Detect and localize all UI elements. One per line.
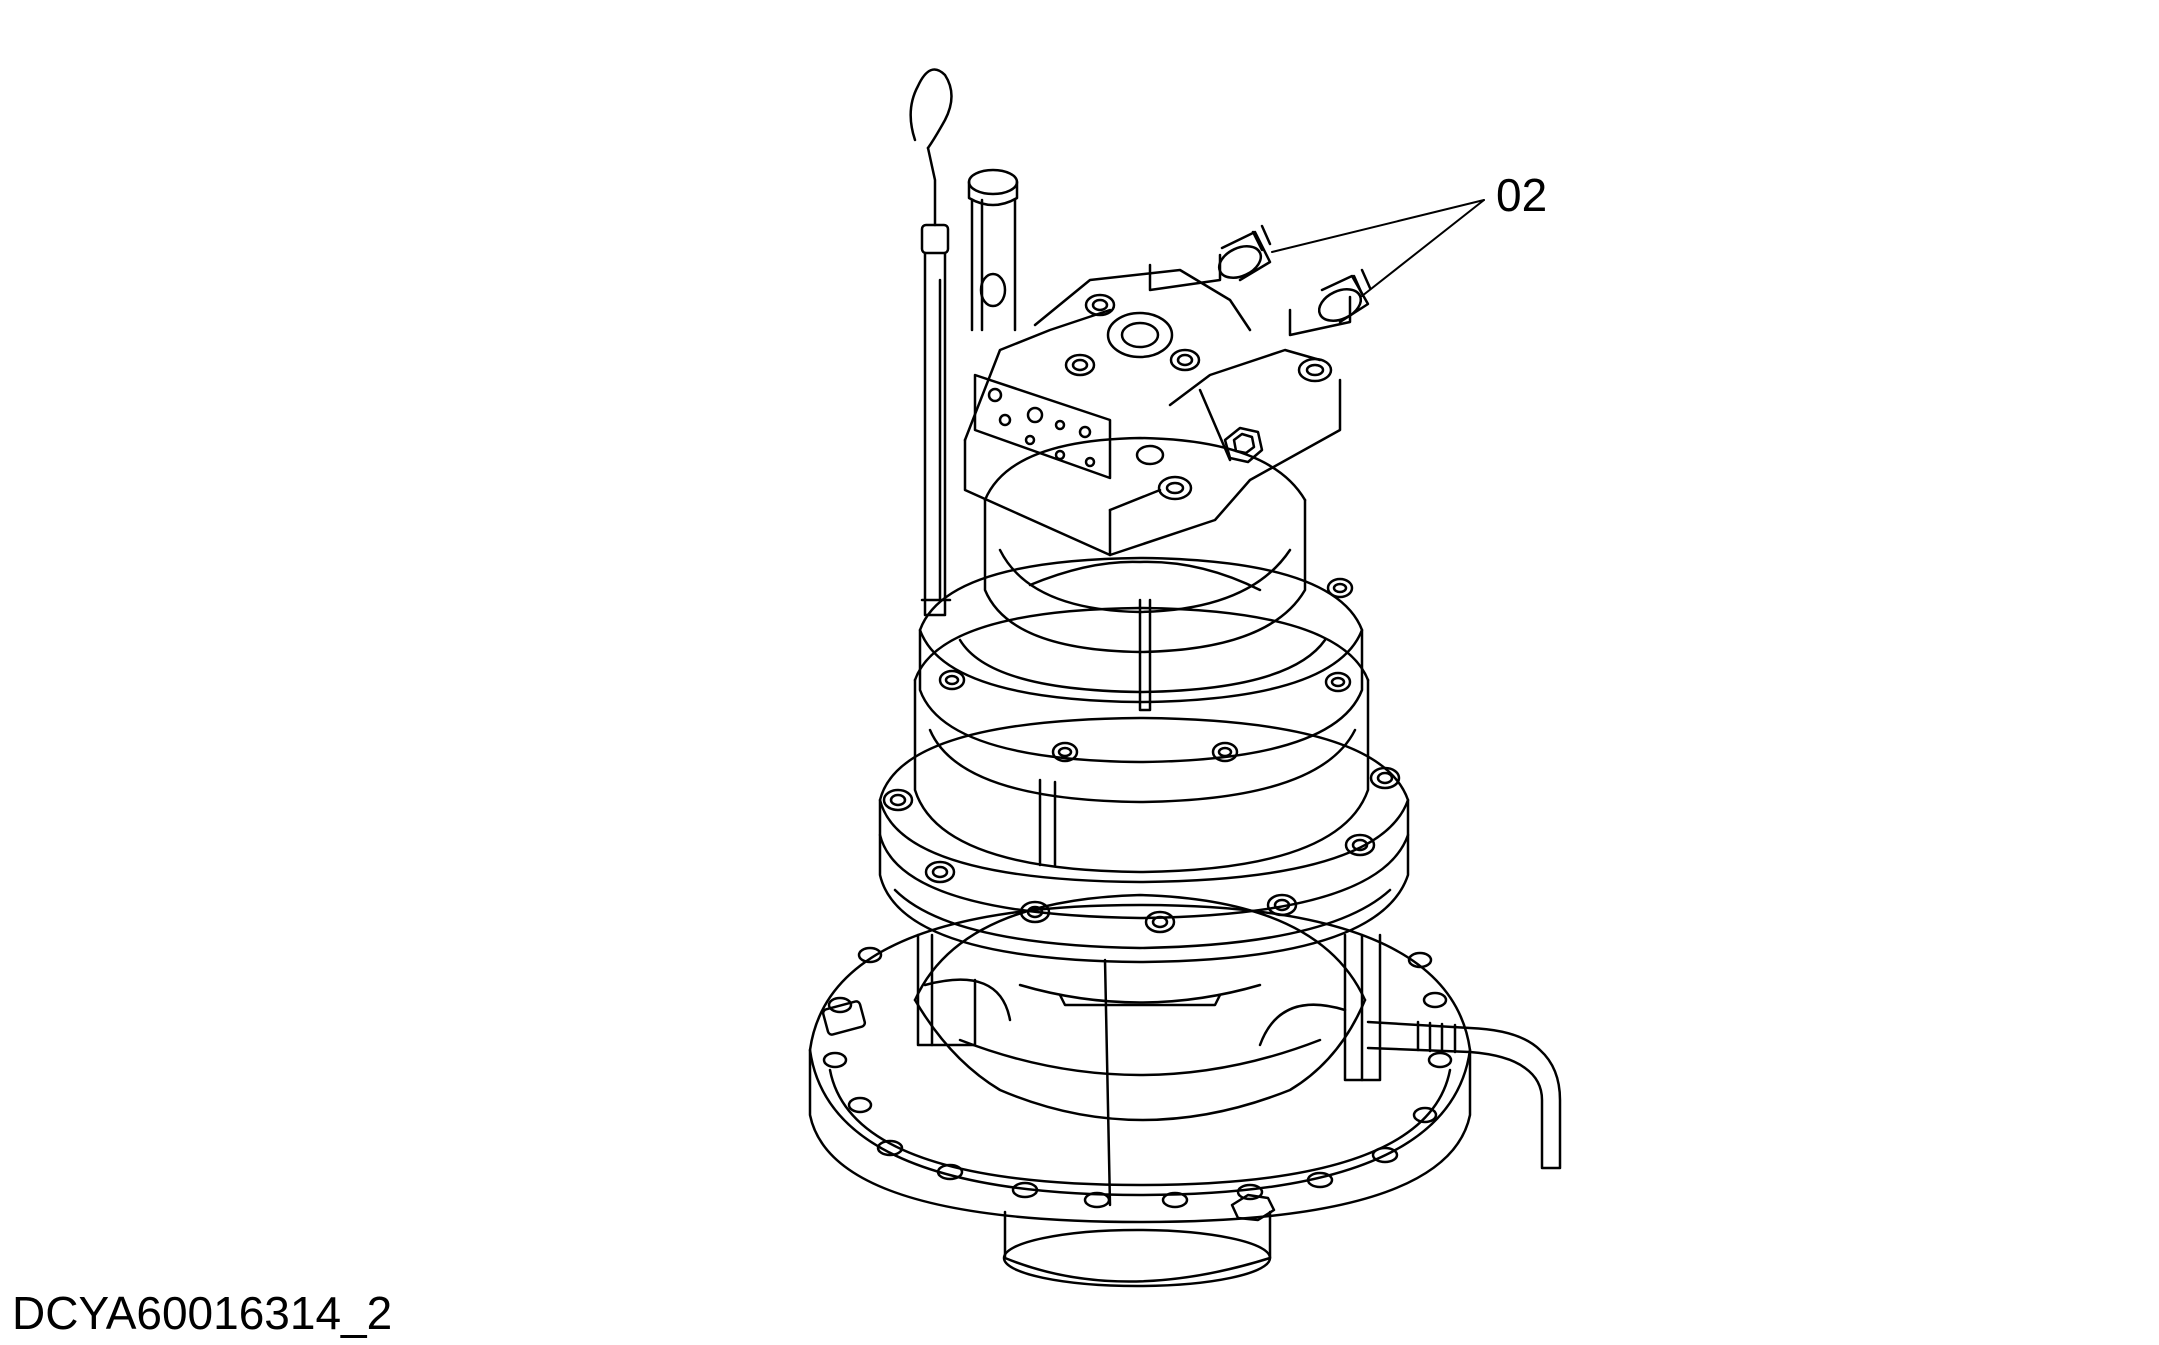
gear-ring-bolts [884, 768, 1399, 932]
dipstick [911, 70, 952, 615]
bottom-flange [810, 905, 1470, 1286]
valve-block [965, 270, 1340, 555]
drain-hose [1368, 1022, 1560, 1168]
level-gauge [969, 170, 1017, 330]
flange-bolt-holes [824, 948, 1451, 1207]
upper-ring-bolts [940, 579, 1352, 761]
mounting-plate [975, 375, 1110, 478]
middle-housing [915, 608, 1368, 872]
drawing-id: DCYA60016314_2 [12, 1287, 393, 1339]
lower-housing [915, 895, 1380, 1205]
relief-valves [1150, 226, 1370, 335]
lower-gear-ring [880, 718, 1408, 962]
callout-label-02: 02 [1496, 169, 1548, 221]
motor-body [985, 438, 1305, 710]
name-plate [822, 1001, 865, 1036]
drain-plug [1232, 1195, 1274, 1220]
callout-leaders [1272, 200, 1484, 296]
